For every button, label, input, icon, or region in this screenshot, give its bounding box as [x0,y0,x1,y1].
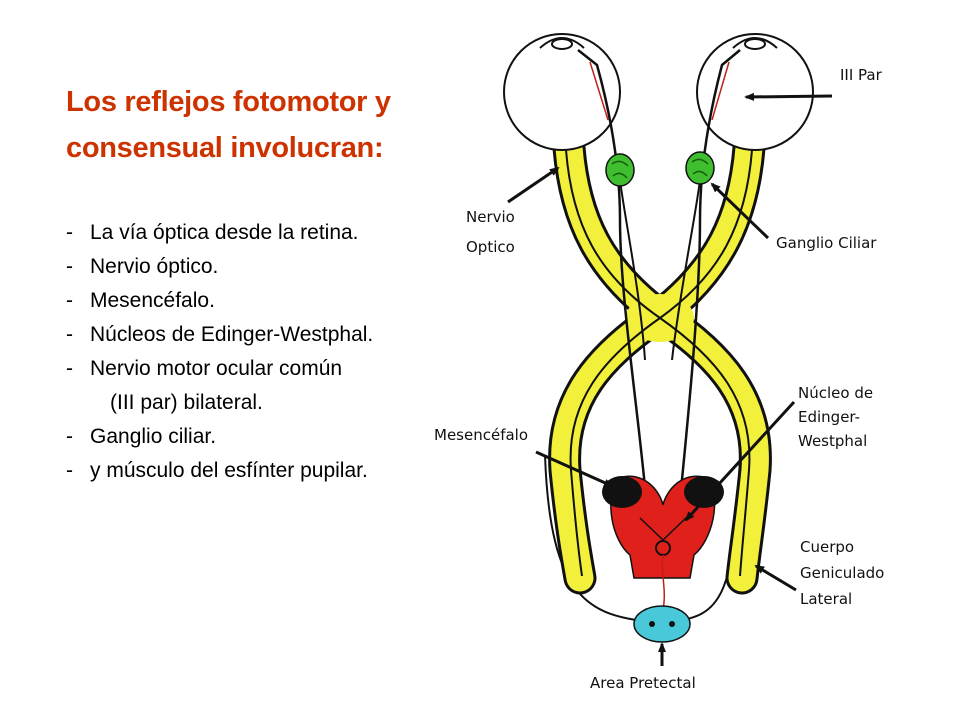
bullet-item: -Núcleos de Edinger-Westphal. [66,318,373,352]
ciliary-fiber-left [619,179,646,361]
bullet-item: -Nervio motor ocular común [66,352,373,386]
edinger-westphal-nucleus-left [602,476,642,508]
eye-left [503,33,621,151]
label-nervio: Nervio [466,208,515,226]
bullet-dash: - [66,255,73,278]
arrow-ganglio-ciliar [710,182,770,240]
pupil-left [551,38,573,50]
optic-fiber-line [565,149,662,577]
label-optico: Optico [466,238,515,256]
midbrain-fiber [639,515,689,542]
label-ganglio-ciliar: Ganglio Ciliar [776,234,877,252]
arrow-nervio-optico [507,166,560,204]
optic-tract-left-fill [551,301,674,592]
bullet-text: Nervio óptico. [90,255,219,278]
optic-fiber-line [658,149,753,577]
bullet-text: (III par) bilateral. [110,391,263,414]
bullet-item: -Mesencéfalo. [66,284,373,318]
pretectal-area [633,605,691,643]
label-geniculado: Geniculado [800,564,884,582]
oculomotor-nerve-left [577,49,650,521]
bullet-item: -Ganglio ciliar. [66,420,373,454]
label-lateral: Lateral [800,590,852,608]
ganglion-texture [611,160,629,179]
bullet-text: Núcleos de Edinger-Westphal. [90,323,374,346]
arrow-cuerpo-geniculado [754,564,797,592]
optic-nerve-left-fill [555,134,674,329]
ciliary-ganglion-left [605,153,635,187]
label-mesencefalo: Mesencéfalo [434,426,528,444]
bullet-text: La vía óptica desde la retina. [90,221,359,244]
ganglion-texture [691,158,709,177]
bullet-text: Ganglio ciliar. [90,425,217,448]
bullet-list: -La vía óptica desde la retina. -Nervio … [66,216,373,488]
oculomotor-red-fiber [711,61,730,121]
optic-tract-right-fill [646,301,769,592]
pretectal-nucleus [669,621,675,627]
bullet-dash: - [66,357,73,380]
edinger-westphal-nucleus-right [684,476,724,508]
bullet-dash: - [66,425,73,448]
bullet-dash: - [66,289,73,312]
bullet-item-continuation: (III par) bilateral. [66,386,373,420]
pupillary-reflex-diagram: III Par Nervio Optico Ganglio Ciliar Núc… [434,33,884,692]
pupil-right [744,38,766,50]
oculomotor-red-fiber [589,61,609,121]
label-cuerpo: Cuerpo [800,538,854,556]
bullet-text: y músculo del esfínter pupilar. [90,459,368,482]
bullet-dash: - [66,323,73,346]
ciliary-fiber-right [671,179,701,361]
bullet-text: Nervio motor ocular común [90,357,343,380]
bullet-item: -y músculo del esfínter pupilar. [66,454,373,488]
bullet-text: Mesencéfalo. [90,289,215,312]
pretectal-nucleus [649,621,655,627]
slide-title-line-2: consensual involucran: [66,132,384,164]
bullet-dash: - [66,459,73,482]
ciliary-ganglion-right [685,151,715,185]
arrow-mesencefalo [535,450,614,488]
label-edinger: Edinger- [798,408,860,426]
arrow-edinger-westphal [684,400,796,522]
slide-title-line-1: Los reflejos fotomotor y [66,86,391,118]
bullet-item: -Nervio óptico. [66,250,373,284]
arrow-iii-par [744,92,833,101]
oculomotor-nerve-right [676,49,741,521]
label-westphal: Westphal [798,432,867,450]
label-area-pretectal: Area Pretectal [590,674,696,692]
label-nucleo-de: Núcleo de [798,384,873,402]
label-iii-par: III Par [840,66,883,84]
bullet-item: -La vía óptica desde la retina. [66,216,373,250]
bullet-dash: - [66,221,73,244]
